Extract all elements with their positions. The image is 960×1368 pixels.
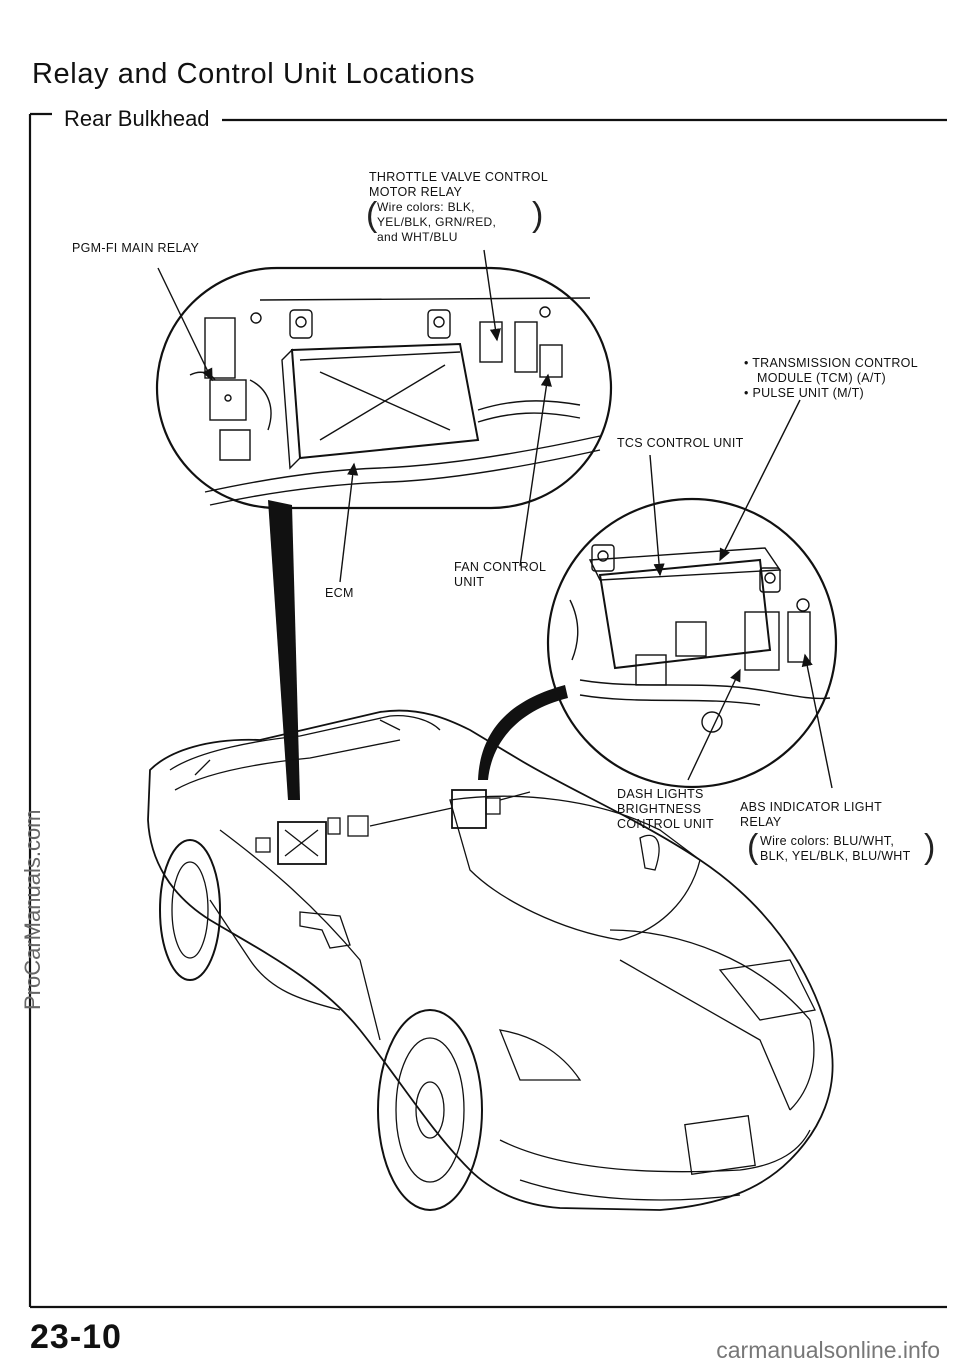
label-ecm: ECM [325,586,354,600]
label-dash-line3: CONTROL UNIT [617,817,714,831]
label-abs-line2: RELAY [740,815,782,829]
label-tcm-line3: • PULSE UNIT (M/T) [744,386,864,400]
page-title: Relay and Control Unit Locations [32,58,476,90]
page-number: 23-10 [30,1318,122,1356]
label-tcs-unit: TCS CONTROL UNIT [617,436,744,450]
label-throttle-line1: THROTTLE VALVE CONTROL [369,170,549,184]
bulkhead-detail [155,266,613,510]
zoom-wedges [268,500,568,800]
label-dash-lights: DASH LIGHTS BRIGHTNESS CONTROL UNIT [617,787,714,832]
bracket-right-abs: ) [924,828,936,866]
label-throttle-line2: MOTOR RELAY [369,185,463,199]
car-outline [147,709,834,1211]
label-abs-wires1: Wire colors: BLU/WHT, [760,834,895,848]
label-abs-wires: Wire colors: BLU/WHT, BLK, YEL/BLK, BLU/… [760,834,911,864]
label-pgmfi-relay: PGM-FI MAIN RELAY [72,241,200,255]
label-throttle-wires3: and WHT/BLU [377,230,458,244]
label-throttle-wires: Wire colors: BLK, YEL/BLK, GRN/RED, and … [377,200,496,245]
label-tcm: • TRANSMISSION CONTROL MODULE (TCM) (A/T… [744,356,918,401]
tcs-detail [546,497,838,789]
bracket-left: ( [366,196,378,234]
label-fan-line2: UNIT [454,575,485,589]
bracket-left-abs: ( [747,828,759,866]
label-throttle-wires2: YEL/BLK, GRN/RED, [377,215,497,229]
label-tcm-line1: • TRANSMISSION CONTROL [744,356,918,370]
label-abs-wires2: BLK, YEL/BLK, BLU/WHT [760,849,911,863]
label-dash-line1: DASH LIGHTS [617,787,704,801]
leader-lines [157,249,833,789]
label-dash-line2: BRIGHTNESS [617,802,702,816]
label-fan-line1: FAN CONTROL [454,560,547,574]
bracket-right: ) [532,196,544,234]
label-fan-control: FAN CONTROL UNIT [454,560,546,590]
page-frame [28,112,947,1309]
label-abs-relay: ABS INDICATOR LIGHT RELAY [740,800,882,830]
label-tcm-line2: MODULE (TCM) (A/T) [757,371,886,385]
footer-link[interactable]: carmanualsonline.info [716,1337,940,1363]
label-throttle-wires1: Wire colors: BLK, [377,200,475,214]
label-throttle-relay: THROTTLE VALVE CONTROL MOTOR RELAY [369,170,548,200]
watermark: ProCarManuals.com [20,809,45,1010]
section-heading: Rear Bulkhead [58,106,216,132]
label-abs-line1: ABS INDICATOR LIGHT [740,800,883,814]
